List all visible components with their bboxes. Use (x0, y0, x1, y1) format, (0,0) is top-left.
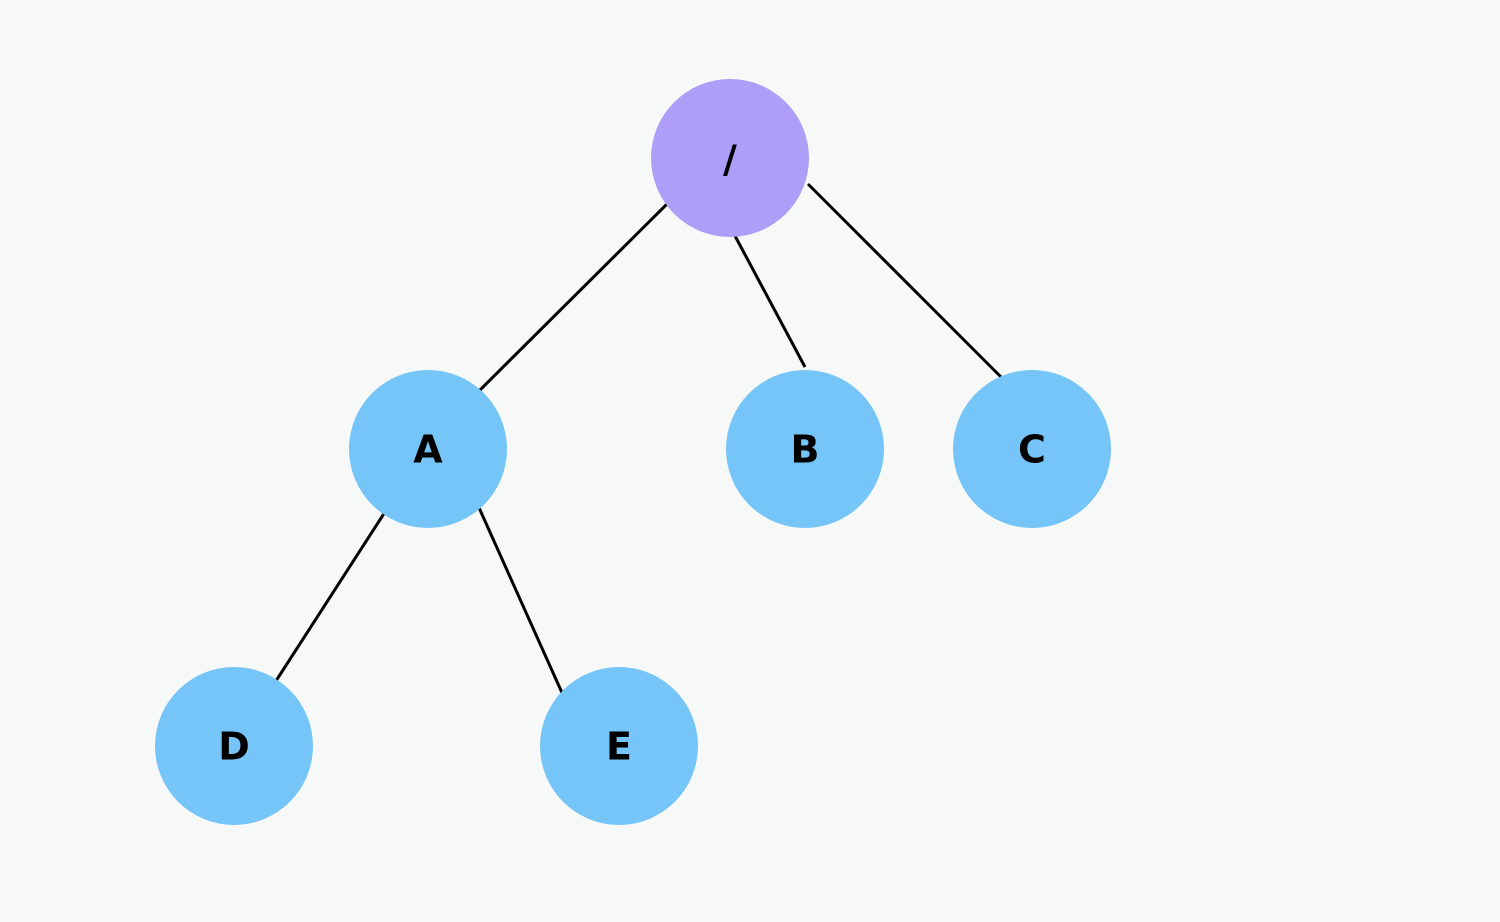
node-c-label: C (1018, 428, 1046, 472)
node-a[interactable]: A (349, 370, 507, 528)
node-b-circle (726, 370, 884, 528)
edge-root-c (806, 182, 1005, 381)
node-e-circle (540, 667, 698, 825)
edge-root-a (475, 199, 672, 395)
node-b-label: B (791, 428, 820, 472)
edge-root-b (732, 233, 807, 368)
node-c[interactable]: C (953, 370, 1111, 528)
node-a-label: A (413, 428, 443, 472)
node-b[interactable]: B (726, 370, 884, 528)
node-e[interactable]: E (540, 667, 698, 825)
node-d-circle (155, 667, 313, 825)
node-a-circle (349, 370, 507, 528)
edge-a-d (272, 511, 387, 685)
node-root[interactable]: / (651, 79, 809, 237)
edges (272, 182, 1005, 696)
node-d[interactable]: D (155, 667, 313, 825)
node-root-circle (651, 79, 809, 237)
node-e-label: E (606, 725, 632, 769)
edge-a-e (474, 500, 565, 696)
node-d-label: D (218, 725, 250, 769)
node-c-circle (953, 370, 1111, 528)
node-root-label: / (723, 138, 737, 182)
